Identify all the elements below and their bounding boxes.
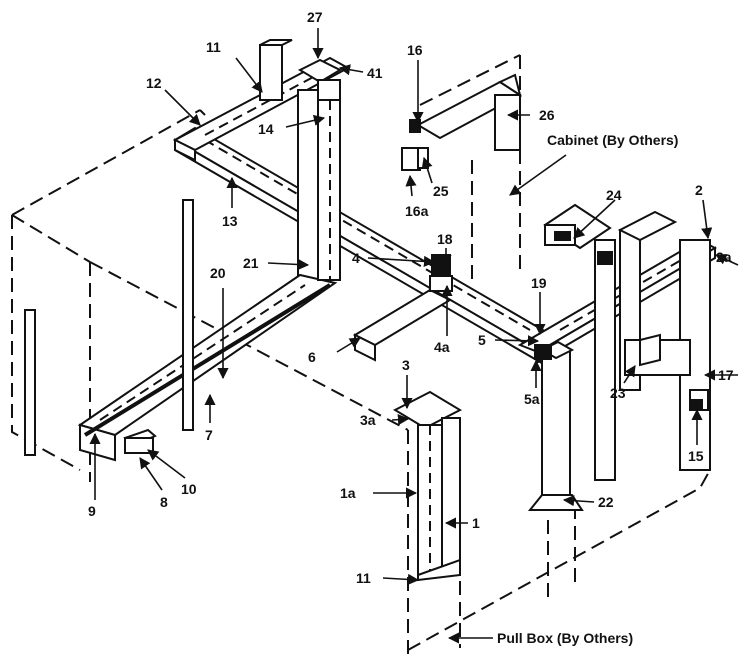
front-riser-1	[392, 390, 463, 582]
callout-25: 25	[433, 183, 449, 199]
callout-8: 8	[160, 494, 168, 510]
callout-21: 21	[243, 255, 259, 271]
caption-cabinet: Cabinet (By Others)	[547, 132, 678, 148]
callout-4a: 4a	[434, 339, 450, 355]
callout-labels: 27 11 41 16 12 26 14 Cabinet (By Others)…	[88, 9, 734, 646]
enclosure-outlines	[11, 54, 711, 655]
callout-11-top: 11	[206, 39, 221, 55]
callout-2a: 2a	[716, 249, 732, 265]
callout-1a: 1a	[340, 485, 356, 501]
callout-22: 22	[598, 494, 614, 510]
callout-arrows	[89, 28, 739, 644]
callout-16: 16	[407, 42, 423, 58]
callout-26: 26	[539, 107, 555, 123]
callout-24: 24	[606, 187, 622, 203]
callout-18: 18	[437, 231, 453, 247]
callout-20: 20	[210, 265, 226, 281]
callout-7: 7	[205, 427, 213, 443]
callout-3a: 3a	[360, 412, 376, 428]
top-cabinet-26	[401, 73, 522, 171]
callout-17: 17	[718, 367, 734, 383]
callout-19: 19	[531, 275, 547, 291]
callout-14: 14	[258, 121, 274, 137]
main-wireway	[173, 126, 718, 364]
callout-5a: 5a	[524, 391, 540, 407]
center-riser	[317, 99, 341, 281]
callout-1: 1	[472, 515, 480, 531]
callout-5: 5	[478, 332, 486, 348]
callout-10: 10	[181, 481, 197, 497]
callout-27: 27	[307, 9, 323, 25]
caption-pull-box: Pull Box (By Others)	[497, 630, 633, 646]
callout-15: 15	[688, 448, 704, 464]
left-lower-wireway	[24, 199, 338, 462]
callout-11-bottom: 11	[356, 570, 371, 586]
callout-16a: 16a	[405, 203, 429, 219]
callout-9: 9	[88, 503, 96, 519]
callout-6: 6	[308, 349, 316, 365]
callout-23: 23	[610, 385, 626, 401]
callout-4: 4	[352, 250, 360, 266]
callout-41: 41	[367, 65, 383, 81]
riser-22	[527, 340, 584, 511]
right-cabinet	[543, 203, 711, 481]
callout-2: 2	[695, 182, 703, 198]
callout-13: 13	[222, 213, 238, 229]
callout-3: 3	[402, 357, 410, 373]
callout-12: 12	[146, 75, 162, 91]
